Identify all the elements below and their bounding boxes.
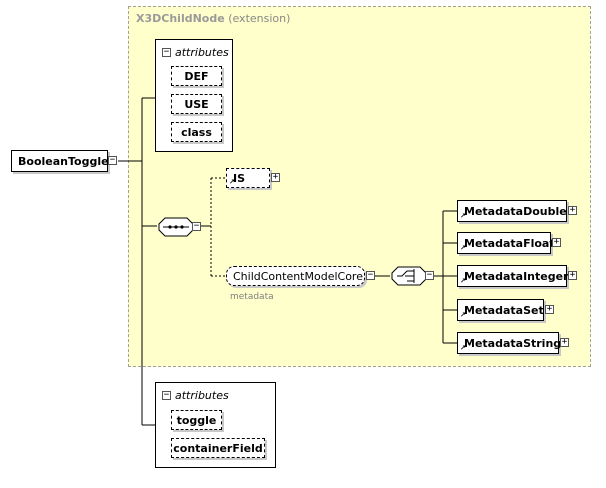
metadatadouble-label: MetadataDouble (464, 204, 567, 218)
metadatafloat-label: MetadataFloat (464, 236, 555, 250)
attribute-use[interactable]: USE (171, 94, 222, 114)
attribute-toggle[interactable]: toggle (171, 410, 222, 430)
element-metadatainteger[interactable]: ↗ MetadataInteger (457, 265, 569, 287)
element-metadatafloat[interactable]: ↗ MetadataFloat (457, 232, 555, 254)
element-metadatadouble[interactable]: ↗ MetadataDouble (457, 200, 567, 222)
element-is[interactable]: ↗ IS (226, 168, 270, 188)
choice-compositor-icon[interactable] (391, 266, 427, 286)
attribute-class[interactable]: class (171, 122, 222, 142)
reference-arrow-icon: ↗ (229, 178, 235, 186)
reference-arrow-icon: ↗ (460, 212, 466, 220)
extension-title: X3DChildNode (extension) (136, 12, 290, 25)
metadataset-label: MetadataSet (464, 303, 544, 317)
group-label: ChildContentModelCore (233, 269, 363, 283)
root-element-booleantoggle[interactable]: BooleanToggle (11, 150, 109, 172)
expand-icon[interactable]: + (568, 270, 577, 280)
sequence-compositor-icon[interactable] (158, 217, 194, 237)
metadatastring-label: MetadataString (464, 336, 562, 350)
collapse-icon[interactable]: − (366, 270, 375, 280)
expand-icon[interactable]: + (560, 337, 569, 347)
attributes-group-top: −attributes DEF USE class (155, 39, 233, 152)
element-metadataset[interactable]: ↗ MetadataSet (457, 299, 544, 321)
reference-arrow-icon: ↗ (460, 244, 466, 252)
collapse-icon[interactable]: − (425, 270, 434, 280)
attributes-label: attributes (175, 46, 229, 59)
group-childcontentmodelcore[interactable]: ChildContentModelCore (226, 266, 365, 286)
expand-icon[interactable]: + (271, 172, 280, 182)
attributes-label: attributes (175, 389, 229, 402)
expand-icon[interactable]: + (552, 237, 561, 247)
extension-suffix: (extension) (228, 12, 291, 25)
reference-arrow-icon: ↗ (460, 344, 466, 352)
collapse-icon[interactable]: − (192, 221, 201, 231)
attribute-containerfield[interactable]: containerField (171, 438, 265, 458)
attributes-header-top: −attributes (162, 46, 229, 59)
attribute-def[interactable]: DEF (171, 66, 222, 86)
collapse-icon[interactable]: − (108, 155, 117, 165)
is-label: IS (233, 171, 246, 185)
element-metadatastring[interactable]: ↗ MetadataString (457, 332, 562, 354)
reference-arrow-icon: ↗ (460, 311, 466, 319)
extension-name: X3DChildNode (136, 12, 225, 25)
reference-arrow-icon: ↗ (460, 277, 466, 285)
expand-icon[interactable]: + (568, 205, 577, 215)
expand-icon[interactable]: + (545, 304, 554, 314)
collapse-icon[interactable]: − (162, 390, 171, 400)
metadatainteger-label: MetadataInteger (464, 269, 569, 283)
root-label: BooleanToggle (18, 154, 109, 168)
metadata-note: metadata (230, 292, 274, 302)
attributes-header-bottom: −attributes (162, 389, 229, 402)
collapse-icon[interactable]: − (162, 47, 171, 57)
attributes-group-bottom: −attributes toggle containerField (155, 382, 276, 468)
